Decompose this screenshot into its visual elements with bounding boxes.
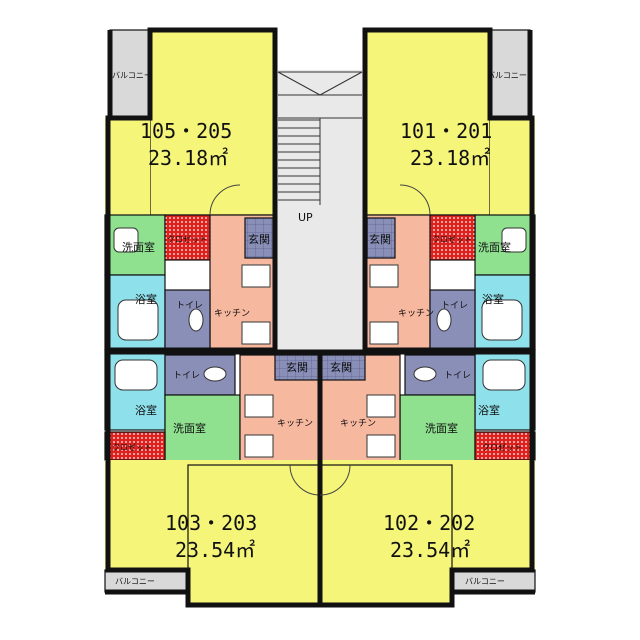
- living-room-101: [364, 29, 491, 216]
- balcony-label-103: バルコニー: [115, 577, 155, 586]
- kitchen-label-105: キッチン: [214, 308, 250, 319]
- toilet-label-105: トイレ: [176, 301, 203, 311]
- unit-area-105: 23.18㎡: [148, 146, 228, 170]
- washroom-label-103: 洗面室: [173, 421, 206, 435]
- unit-103: [104, 349, 323, 608]
- balcony-105: [109, 29, 151, 119]
- toilet-label-101: トイレ: [441, 301, 468, 311]
- unit-105: [104, 27, 278, 353]
- washroom-label-101: 洗面室: [478, 240, 511, 254]
- closet-label-105: クロゼット: [167, 234, 207, 244]
- kitchen-label-101: キッチン: [398, 308, 434, 319]
- living-room-102: [319, 464, 453, 606]
- bath-label-101: 浴室: [482, 292, 504, 306]
- entrance-label-101: 玄関: [369, 232, 391, 246]
- entrance-label-103: 玄関: [286, 360, 308, 374]
- unit-number-102: 102・202: [383, 511, 475, 535]
- living-room-103: [187, 464, 321, 606]
- toilet-label-102: トイレ: [444, 371, 471, 381]
- unit-number-101: 101・201: [400, 119, 492, 143]
- closet-label-101: クロゼット: [432, 234, 472, 244]
- balcony-label-101: バルコニー: [487, 71, 527, 80]
- kitchen-label-102: キッチン: [340, 418, 376, 429]
- unit-101: [362, 27, 536, 353]
- living-room-105: [149, 29, 276, 216]
- entrance-103: [274, 354, 321, 381]
- washroom-label-102: 洗面室: [425, 421, 458, 435]
- washroom-103: [164, 394, 241, 466]
- unit-number-103: 103・203: [165, 511, 257, 535]
- washroom-102: [399, 394, 476, 466]
- bath-label-102: 浴室: [478, 403, 500, 417]
- kitchen-label-103: キッチン: [277, 418, 313, 429]
- unit-area-103: 23.54㎡: [175, 538, 255, 562]
- closet-102: [474, 431, 536, 461]
- entrance-label-102: 玄関: [330, 360, 352, 374]
- unit-102: [317, 349, 536, 608]
- toilet-label-103: トイレ: [173, 371, 200, 381]
- closet-label-102: クロゼット: [482, 442, 522, 452]
- closet-label-103: クロゼット: [112, 442, 152, 452]
- unit-area-102: 23.54㎡: [390, 538, 470, 562]
- up-label: UP: [298, 211, 313, 224]
- unit-area-101: 23.18㎡: [410, 146, 490, 170]
- washroom-label-105: 洗面室: [122, 240, 155, 254]
- entrance-105: [244, 217, 274, 259]
- balcony-label-105: バルコニー: [112, 71, 152, 80]
- balcony-label-102: バルコニー: [465, 577, 505, 586]
- closet-103: [104, 431, 166, 461]
- unit-number-105: 105・205: [140, 119, 232, 143]
- entrance-label-105: 玄関: [248, 232, 270, 246]
- bath-label-105: 浴室: [135, 292, 157, 306]
- bath-label-103: 浴室: [135, 403, 157, 417]
- staircase: [277, 71, 363, 205]
